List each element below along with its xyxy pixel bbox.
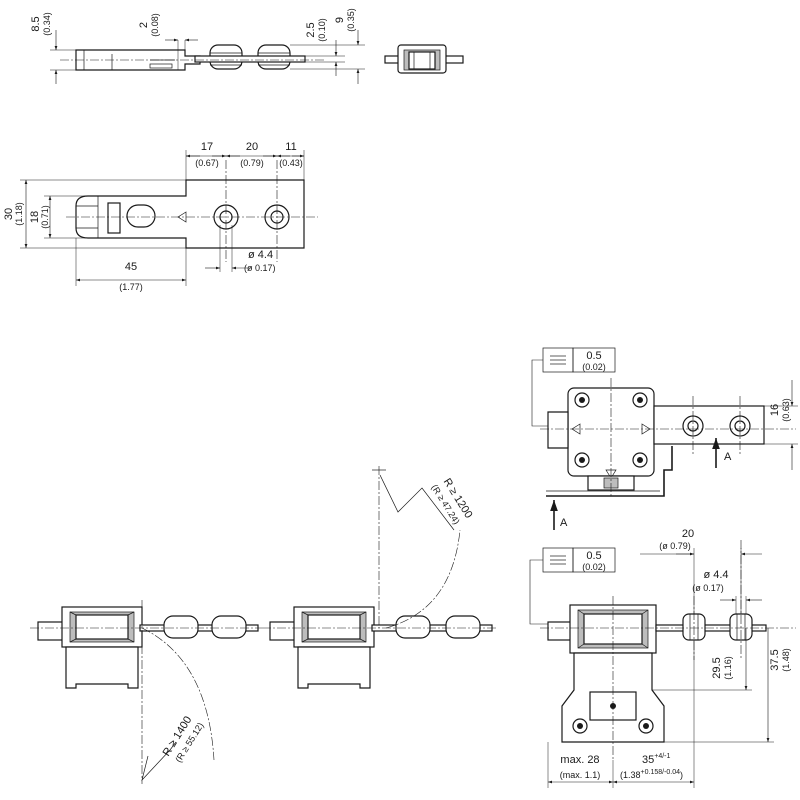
dim-h2-inch: (1.48) bbox=[781, 648, 791, 672]
dim-h1-value: 29.5 bbox=[711, 657, 723, 678]
mounting-side-view: 0.5 (0.02) 20 bbox=[529, 528, 796, 788]
dim-d2-inch: (0.79) bbox=[240, 158, 264, 168]
dim-offset-inch-main: (1.38 bbox=[620, 770, 641, 780]
dim-height-value: 8.5 bbox=[30, 16, 42, 31]
end-view bbox=[384, 44, 464, 74]
dim-inner-value: 18 bbox=[29, 211, 41, 223]
dim-mount-width-inch: (max. 1.1) bbox=[560, 770, 601, 780]
dim-h1-inch: (1.16) bbox=[723, 656, 733, 680]
dim-mount-height-inch: (0.63) bbox=[781, 398, 791, 422]
flatness-side-inch: (0.02) bbox=[582, 562, 606, 572]
dim-offset-main: 35 bbox=[642, 754, 654, 766]
dim-d2-value: 20 bbox=[246, 141, 258, 153]
view-a-label: A bbox=[560, 517, 568, 529]
flatness-top-value: 0.5 bbox=[586, 350, 601, 362]
dim-spacing-value: 20 bbox=[682, 528, 694, 540]
plan-view: 30 (1.18) 18 (0.71) 45 (1.77) 17 (0.67) … bbox=[3, 141, 318, 292]
bend-up-view: R ≥ 1200 (R ≥ 47.24) bbox=[262, 466, 496, 689]
dim-offset-inch-close: ) bbox=[680, 770, 683, 780]
dim-width-value: 30 bbox=[3, 208, 15, 220]
bend-down-view: R ≥ 1400 (R ≥ 55.12) bbox=[30, 600, 262, 784]
dim-offset-tolerance: +4/-1 bbox=[654, 753, 670, 760]
dim-step-inch: (0.08) bbox=[150, 13, 160, 37]
mounting-top-view: 0.5 (0.02) A A bbox=[531, 347, 798, 530]
dim-mount-width: max. 28 bbox=[560, 754, 599, 766]
side-profile-view: 8.5 (0.34) 2 (0.08) 2.5 (0.10) 9 (0.35) bbox=[30, 8, 365, 84]
dim-d1-inch: (0.67) bbox=[195, 158, 219, 168]
dim-length-value: 45 bbox=[125, 261, 137, 273]
dim-mount-hole: ø 4.4 bbox=[703, 569, 728, 581]
dim-d1-value: 17 bbox=[201, 141, 213, 153]
dim-offset-inch-group: (1.38+0.158/-0.04) bbox=[620, 769, 683, 780]
dim-height-inch: (0.34) bbox=[42, 12, 52, 36]
dim-mount-height: 16 bbox=[769, 404, 781, 416]
dim-width-inch: (1.18) bbox=[14, 202, 24, 226]
dim-hole-inch: (ø 0.17) bbox=[244, 263, 276, 273]
flatness-side-value: 0.5 bbox=[586, 550, 601, 562]
dim-offset-inch-tolerance: +0.158/-0.04 bbox=[641, 769, 681, 776]
dim-offset-group: 35+4/-1 bbox=[642, 753, 671, 766]
dim-mount-hole-inch: (ø 0.17) bbox=[692, 583, 724, 593]
flatness-top-inch: (0.02) bbox=[582, 362, 606, 372]
dim-hole-value: ø 4.4 bbox=[248, 249, 273, 261]
dim-length-inch: (1.77) bbox=[119, 282, 143, 292]
dim-h2-value: 37.5 bbox=[769, 649, 781, 670]
dim-step-value: 2 bbox=[138, 22, 150, 28]
dim-tongue-value: 2.5 bbox=[305, 22, 317, 37]
dim-tongue-inch: (0.10) bbox=[317, 18, 327, 42]
dim-inner-inch: (0.71) bbox=[40, 205, 50, 229]
dim-d3-inch: (0.43) bbox=[279, 158, 303, 168]
dim-d3-value: 11 bbox=[285, 141, 296, 153]
dim-spacing-inch: (ø 0.79) bbox=[659, 541, 691, 551]
dim-thickness-inch: (0.35) bbox=[346, 8, 356, 32]
dim-thickness-value: 9 bbox=[334, 17, 346, 23]
arrow-a-label: A bbox=[724, 451, 732, 463]
